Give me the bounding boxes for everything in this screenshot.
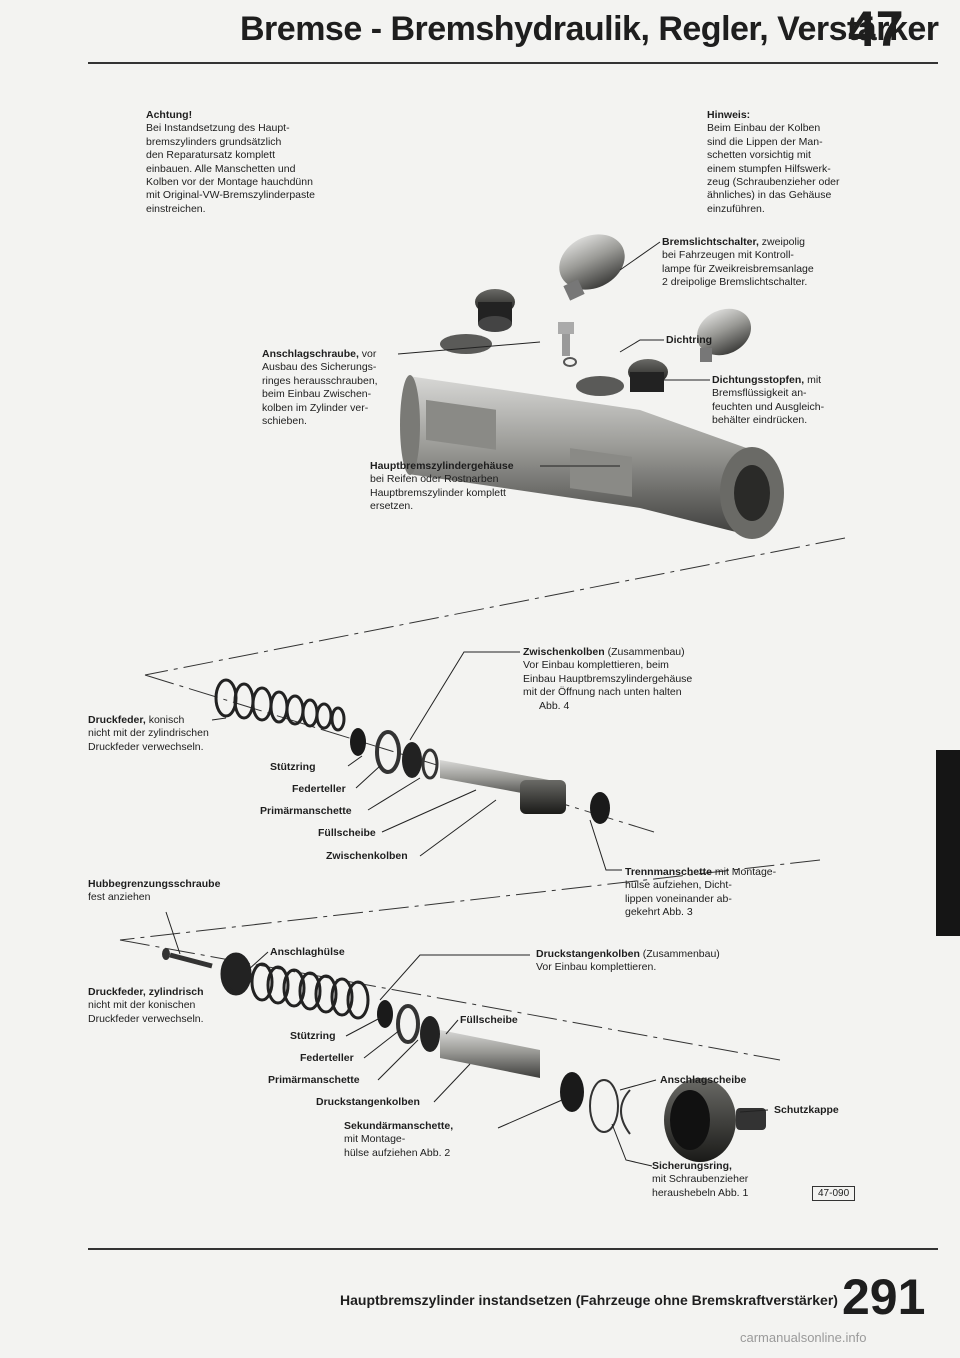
brake-light-switch-icon [559, 234, 752, 362]
callout-push-rod-piston-2: Druckstangenkolben [316, 1096, 420, 1108]
footer-rule [88, 1248, 938, 1250]
sealing-plug-icon [475, 289, 668, 392]
callout-housing: Hauptbremszylindergehäuse bei Reifen ode… [370, 460, 514, 513]
callout-intermediate-piston-2: Zwischenkolben [326, 850, 408, 862]
callout-sealing-plug: Dichtungsstopfen, mit Bremsflüssigkeit a… [712, 374, 825, 427]
figure-reference: 47-090 [812, 1186, 856, 1201]
warning-note: Achtung! Bei Instandsetzung des Haupt- b… [146, 109, 316, 215]
callout-stroke-limit-bolt: Hubbegrenzungsschraube fest anziehen [88, 878, 221, 904]
callout-spring-plate-1: Federteller [292, 783, 346, 795]
page-title: Bremse - Bremshydraulik, Regler, Verstär… [240, 10, 939, 48]
callout-protective-boot: Schutzkappe [774, 1104, 839, 1116]
callout-brake-light-switch: Bremslichtschalter, zweipolig bei Fahrze… [662, 236, 814, 289]
master-cylinder-housing-icon [400, 334, 784, 539]
cylindrical-spring-icon [220, 952, 370, 1020]
callout-spring-plate-2: Federteller [300, 1052, 354, 1064]
hint-note: Hinweis: Beim Einbau der Kolben sind die… [707, 109, 840, 215]
callout-circlip: Sicherungsring, mit Schraubenzieher hera… [652, 1160, 749, 1199]
stop-bolt-icon [558, 322, 577, 367]
watermark: carmanualsonline.info [740, 1330, 867, 1345]
warning-title: Achtung! [146, 109, 193, 121]
callout-secondary-cup: Sekundärmanschette, mit Montage- hülse a… [344, 1120, 454, 1159]
conical-spring-icon [214, 678, 346, 732]
callout-primary-cup-1: Primärmanschette [260, 805, 352, 817]
stroke-limit-bolt-icon [162, 948, 213, 969]
callout-primary-cup-2: Primärmanschette [268, 1074, 360, 1086]
page-number: 291 [842, 1269, 926, 1325]
callout-sealing-ring: Dichtring [666, 334, 713, 346]
callout-filler-disc-2: Füllscheibe [460, 1014, 518, 1026]
callout-support-ring-1: Stützring [270, 761, 316, 773]
callout-intermediate-piston: Zwischenkolben (Zusammenbau) Vor Einbau … [523, 646, 693, 712]
callout-support-ring-2: Stützring [290, 1030, 336, 1042]
header-rule [88, 62, 938, 64]
intermediate-piston-parts-icon [350, 728, 610, 824]
chapter-number: 47 [848, 1, 904, 57]
callout-separating-cup: Trennmanschette mit Montage- hülse aufzi… [625, 866, 777, 919]
callout-conical-spring: Druckfeder, konisch nicht mit der zylind… [88, 714, 209, 753]
push-rod-piston-parts-icon [377, 1000, 584, 1112]
callout-stop-bolt: Anschlagschraube, vor Ausbau des Sicheru… [262, 348, 378, 428]
hint-title: Hinweis: [707, 109, 751, 121]
callout-push-rod-piston: Druckstangenkolben (Zusammenbau) Vor Ein… [536, 948, 720, 974]
callout-stop-sleeve: Anschlaghülse [270, 946, 345, 958]
chapter-thumb-tab [936, 750, 960, 936]
footer-title: Hauptbremszylinder instandsetzen (Fahrze… [340, 1292, 838, 1308]
callout-cylindrical-spring: Druckfeder, zylindrisch nicht mit der ko… [88, 986, 204, 1025]
callout-stop-washer: Anschlagscheibe [660, 1074, 747, 1086]
callout-filler-disc-1: Füllscheibe [318, 827, 376, 839]
boot-and-circlip-icon [589, 1078, 766, 1162]
